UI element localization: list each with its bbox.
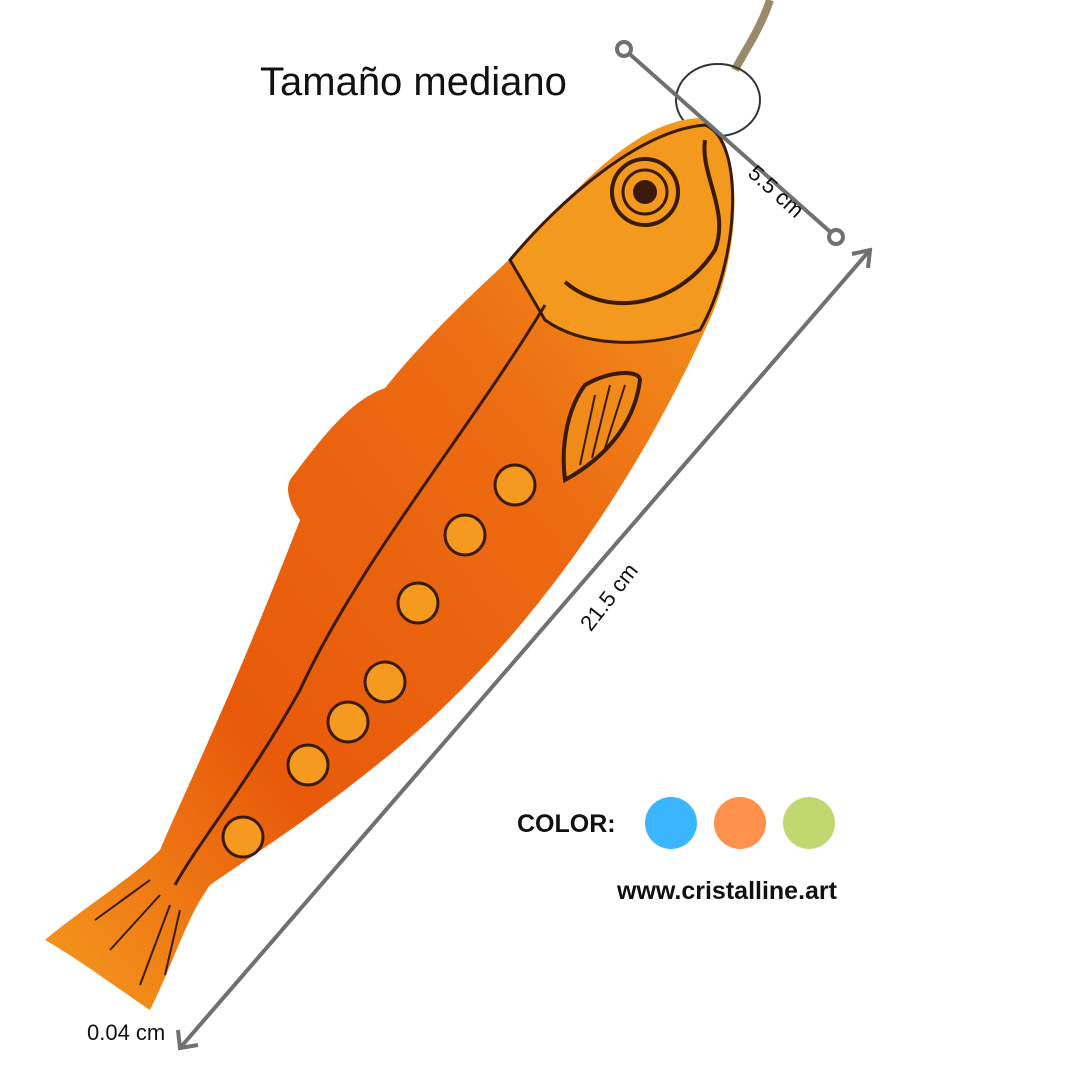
fish-eye	[610, 157, 680, 227]
color-swatch-blue[interactable]	[645, 797, 697, 849]
length-dimension-arrow	[176, 247, 873, 1051]
color-label: COLOR:	[517, 810, 616, 838]
fish-body	[45, 118, 735, 1010]
thickness-label: 0.04 cm	[87, 1020, 166, 1045]
color-swatch-orange[interactable]	[714, 797, 766, 849]
fish-spots	[221, 463, 537, 859]
color-swatch-green[interactable]	[783, 797, 835, 849]
rope	[731, 0, 774, 72]
width-dimension-line	[615, 40, 845, 246]
fish-spine	[173, 304, 547, 886]
website-link[interactable]: www.cristalline.art	[617, 877, 837, 905]
size-title: Tamaño mediano	[260, 60, 567, 104]
